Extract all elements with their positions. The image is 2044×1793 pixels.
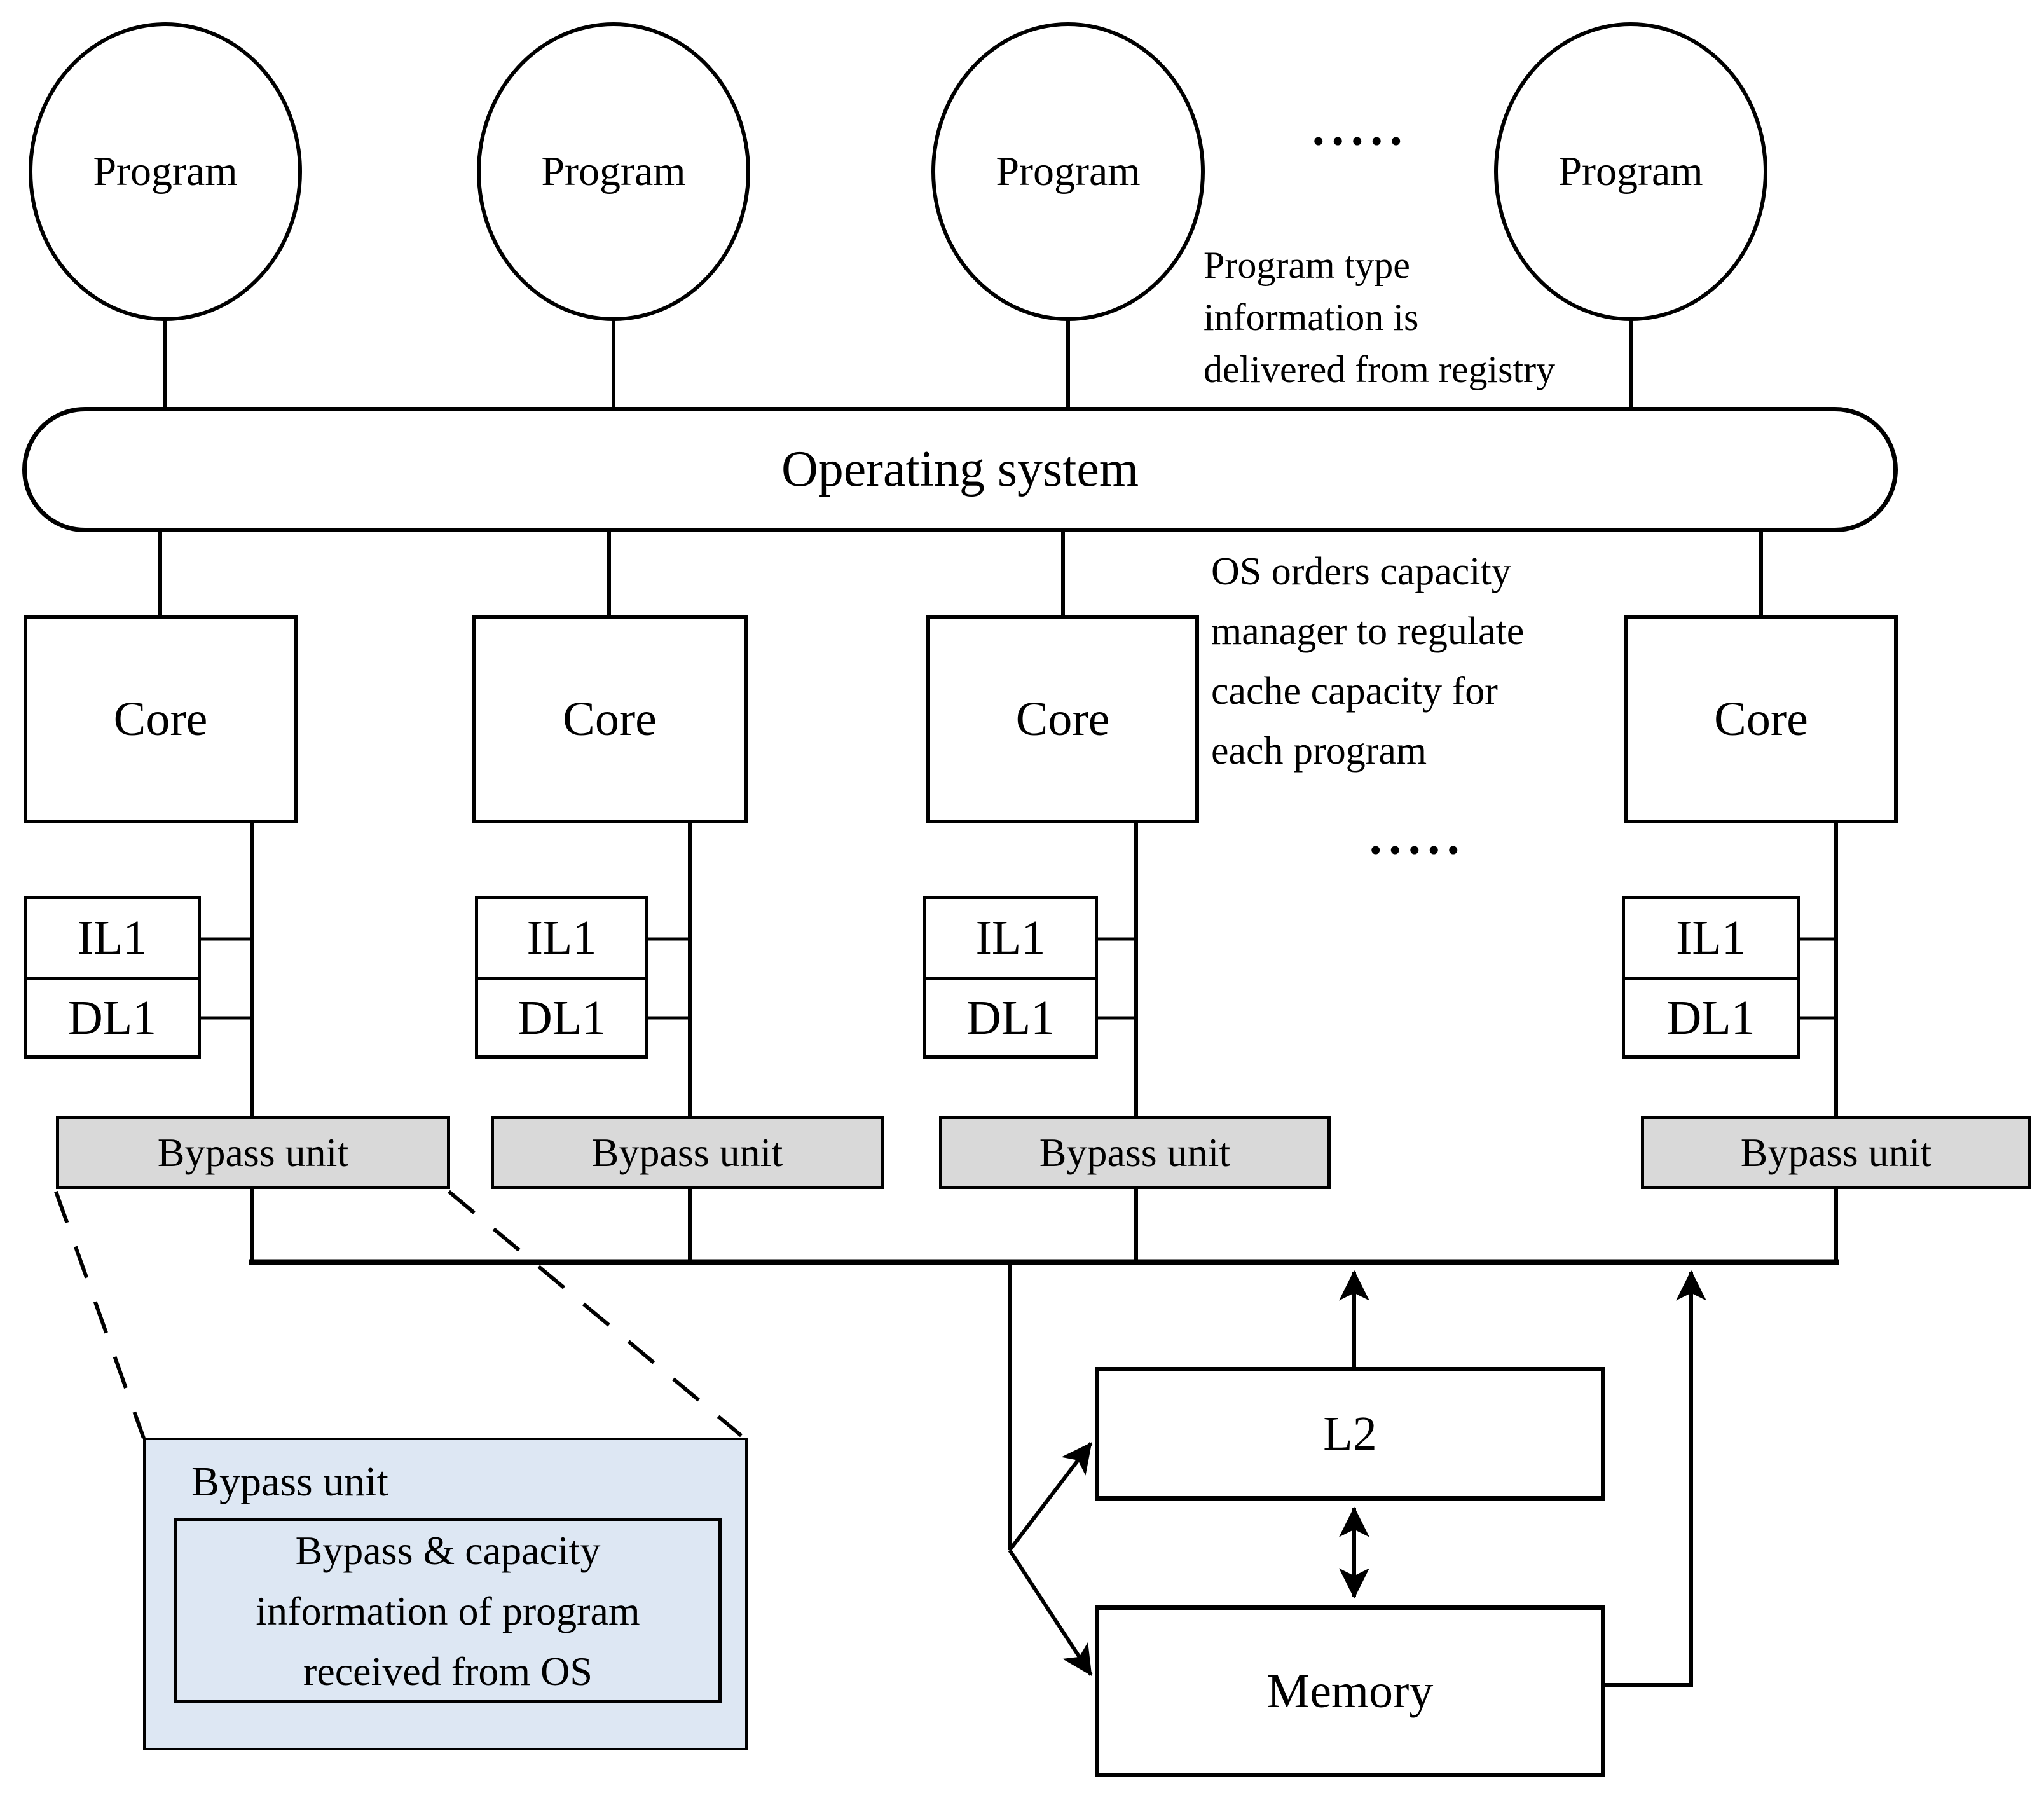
annotation-line: manager to regulate bbox=[1211, 610, 1525, 653]
callout-inner-box: Bypass & capacity information of program… bbox=[174, 1518, 722, 1703]
il1-label: IL1 bbox=[975, 911, 1046, 965]
core-label: Core bbox=[563, 692, 657, 746]
l1-cache-box-3: IL1 DL1 bbox=[923, 896, 1098, 1059]
bypass-label: Bypass unit bbox=[1039, 1129, 1231, 1175]
il1-cell: IL1 bbox=[1625, 899, 1797, 977]
il1-cell: IL1 bbox=[926, 899, 1095, 977]
callout-box: Bypass unit Bypass & capacity informatio… bbox=[143, 1438, 748, 1750]
arrow-branch-memory bbox=[1008, 1549, 1093, 1677]
callout-line: information of program bbox=[256, 1588, 640, 1633]
dl1-cell: DL1 bbox=[478, 977, 645, 1055]
program-label: Program bbox=[541, 148, 686, 195]
callout-leader-left bbox=[54, 1190, 146, 1439]
core-node-1: Core bbox=[24, 615, 298, 823]
core-node-4: Core bbox=[1624, 615, 1898, 823]
core-node-2: Core bbox=[472, 615, 748, 823]
annotation-line: information is bbox=[1204, 296, 1419, 338]
program-label: Program bbox=[1558, 148, 1703, 195]
annotation-line: each program bbox=[1211, 729, 1427, 773]
bypass-unit-4: Bypass unit bbox=[1641, 1116, 2031, 1189]
bypass-label: Bypass unit bbox=[1740, 1129, 1932, 1175]
memory-label: Memory bbox=[1266, 1664, 1434, 1718]
bypass-label: Bypass unit bbox=[591, 1129, 783, 1175]
annotation-line: cache capacity for bbox=[1211, 670, 1498, 713]
il1-cell: IL1 bbox=[478, 899, 645, 977]
bypass-unit-1: Bypass unit bbox=[56, 1116, 450, 1189]
ellipsis-middle: ..... bbox=[1367, 791, 1464, 869]
callout-leader-right bbox=[448, 1190, 743, 1438]
bypass-unit-3: Bypass unit bbox=[939, 1116, 1331, 1189]
program-node-2: Program bbox=[477, 22, 750, 321]
dl1-label: DL1 bbox=[67, 991, 157, 1045]
program-node-1: Program bbox=[29, 22, 302, 321]
bypass-label: Bypass unit bbox=[157, 1129, 349, 1175]
program-label: Program bbox=[93, 148, 238, 195]
l1-cache-box-4: IL1 DL1 bbox=[1622, 896, 1800, 1059]
operating-system-node: Operating system bbox=[22, 407, 1898, 532]
il1-label: IL1 bbox=[77, 911, 147, 965]
core-label: Core bbox=[1714, 692, 1808, 746]
program-node-3: Program bbox=[931, 22, 1205, 321]
program-node-4: Program bbox=[1494, 22, 1767, 321]
dl1-label: DL1 bbox=[966, 991, 1055, 1045]
annotation-line: OS orders capacity bbox=[1211, 550, 1511, 593]
l2-box: L2 bbox=[1095, 1367, 1605, 1501]
l1-cache-box-2: IL1 DL1 bbox=[475, 896, 648, 1059]
annotation-line: delivered from registry bbox=[1204, 348, 1556, 390]
annotation-registry: Program type information is delivered fr… bbox=[1204, 239, 1555, 395]
core-label: Core bbox=[1015, 692, 1110, 746]
l1-cache-box-1: IL1 DL1 bbox=[24, 896, 201, 1059]
arrow-branch-l2 bbox=[1008, 1442, 1093, 1551]
dl1-cell: DL1 bbox=[926, 977, 1095, 1055]
memory-box: Memory bbox=[1095, 1605, 1605, 1777]
annotation-line: Program type bbox=[1204, 244, 1410, 286]
dl1-cell: DL1 bbox=[1625, 977, 1797, 1055]
annotation-capacity: OS orders capacity manager to regulate c… bbox=[1211, 542, 1524, 781]
callout-title: Bypass unit bbox=[191, 1459, 388, 1505]
dl1-label: DL1 bbox=[1666, 991, 1755, 1045]
dl1-cell: DL1 bbox=[27, 977, 198, 1055]
il1-cell: IL1 bbox=[27, 899, 198, 977]
ellipsis-top: ..... bbox=[1310, 82, 1407, 160]
dl1-label: DL1 bbox=[517, 991, 607, 1045]
l2-label: L2 bbox=[1323, 1406, 1377, 1460]
operating-system-label: Operating system bbox=[781, 441, 1139, 497]
core-label: Core bbox=[113, 692, 208, 746]
callout-line: received from OS bbox=[303, 1648, 593, 1694]
program-label: Program bbox=[996, 148, 1141, 195]
il1-label: IL1 bbox=[526, 911, 597, 965]
core-node-3: Core bbox=[926, 615, 1199, 823]
bypass-unit-2: Bypass unit bbox=[491, 1116, 884, 1189]
il1-label: IL1 bbox=[1676, 911, 1746, 965]
callout-line: Bypass & capacity bbox=[295, 1527, 601, 1573]
arrow-memory-bus bbox=[1604, 1270, 1706, 1687]
